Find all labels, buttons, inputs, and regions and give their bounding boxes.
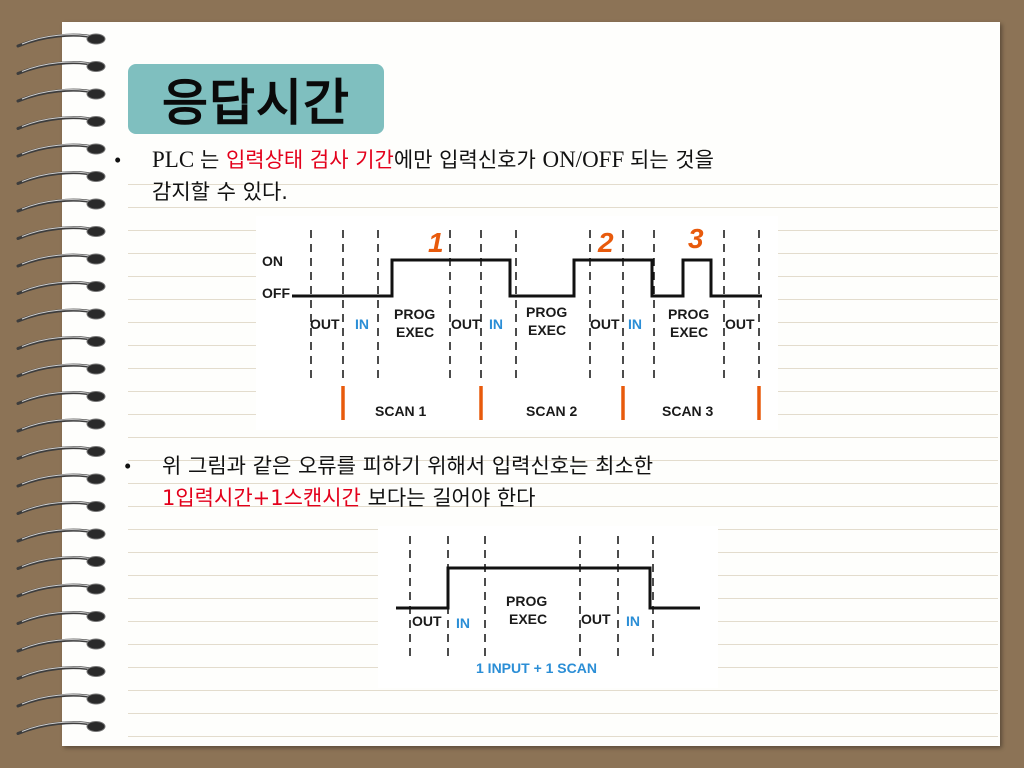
in-label: IN	[456, 615, 470, 631]
input-signal-waveform	[292, 258, 762, 298]
pulse-number-2: 2	[597, 227, 614, 258]
timing-diagram-1: ON OFF 1 2 3 OUT IN PROG EXEC OUT IN PRO…	[256, 216, 778, 430]
exec-label: EXEC	[396, 324, 434, 340]
binding-hole	[86, 253, 106, 265]
out-label: OUT	[581, 611, 611, 627]
title-box: 응답시간	[128, 64, 384, 134]
text-on-off: ON/OFF	[542, 147, 631, 172]
binding-hole	[86, 33, 106, 45]
binding-hole	[86, 528, 106, 540]
bullet-1: • PLC 는 입력상태 검사 기간에만 입력신호가 ON/OFF 되는 것을 …	[114, 144, 714, 208]
pulse-number-1: 1	[428, 227, 444, 258]
on-level-label: ON	[262, 253, 283, 269]
scan-1-label: SCAN 1	[375, 403, 427, 419]
bullet-2-line-2: 1입력시간+1스캔시간 보다는 길어야 한다	[162, 482, 653, 514]
out-label: OUT	[412, 613, 442, 629]
binding-hole	[86, 693, 106, 705]
binding-hole	[86, 116, 106, 127]
in-label: IN	[489, 316, 503, 332]
text-min-duration: 1입력시간+1스캔시간	[162, 486, 361, 510]
bullet-marker: •	[114, 148, 122, 172]
binding-hole	[86, 88, 106, 100]
prog-label: PROG	[394, 306, 435, 322]
out-label: OUT	[310, 316, 340, 332]
text-must-be-longer: 보다는 길어야 한다	[360, 486, 536, 510]
prog-label: PROG	[668, 306, 709, 322]
binding-hole	[86, 611, 106, 622]
bullet-1-line-2: 감지할 수 있다.	[152, 180, 288, 204]
text-particle: 는	[199, 148, 226, 172]
scan-3-label: SCAN 3	[662, 403, 714, 419]
timing-diagram-2-svg: OUT IN PROG EXEC OUT IN 1 INPUT + 1 SCAN	[396, 536, 700, 676]
out-label: OUT	[451, 316, 481, 332]
exec-label: EXEC	[670, 324, 708, 340]
out-label: OUT	[725, 316, 755, 332]
binding-hole	[86, 226, 106, 237]
in-label: IN	[628, 316, 642, 332]
text-only-input-signal: 에만 입력신호가	[393, 148, 543, 172]
timing-diagram-2: OUT IN PROG EXEC OUT IN 1 INPUT + 1 SCAN	[378, 526, 718, 688]
prog-label: PROG	[506, 593, 547, 609]
binding-hole	[86, 418, 106, 430]
exec-label: EXEC	[509, 611, 547, 627]
input-signal-waveform	[396, 566, 700, 610]
exec-label: EXEC	[528, 322, 566, 338]
text-input-scan-period: 입력상태 검사 기간	[225, 148, 394, 172]
bullet-marker: •	[124, 454, 132, 478]
binding-hole	[86, 638, 106, 650]
binding-hole	[86, 336, 106, 347]
binding-hole	[86, 143, 106, 155]
binding-hole	[86, 308, 106, 320]
binding-hole	[86, 501, 106, 512]
off-level-label: OFF	[262, 285, 290, 301]
bullet-2-line-1: 위 그림과 같은 오류를 피하기 위해서 입력신호는 최소한	[162, 454, 654, 478]
diagram-caption: 1 INPUT + 1 SCAN	[476, 660, 597, 676]
binding-hole	[86, 363, 106, 375]
text-plc: PLC	[152, 147, 200, 172]
binding-hole	[86, 446, 106, 457]
binding-hole	[86, 666, 106, 677]
spiral-binding	[16, 33, 106, 735]
binding-hole	[86, 61, 106, 72]
bullet-2: • 위 그림과 같은 오류를 피하기 위해서 입력신호는 최소한 1입력시간+1…	[124, 450, 654, 514]
binding-hole	[86, 583, 106, 595]
binding-hole	[86, 198, 106, 210]
binding-hole	[86, 171, 106, 182]
binding-hole	[86, 391, 106, 402]
in-label: IN	[355, 316, 369, 332]
binding-hole	[86, 721, 106, 732]
pulse-number-3: 3	[688, 223, 704, 254]
in-label: IN	[626, 613, 640, 629]
binding-hole	[86, 556, 106, 567]
out-label: OUT	[590, 316, 620, 332]
slide-title: 응답시간	[162, 74, 350, 132]
binding-hole	[86, 281, 106, 292]
bullet-1-line-1: PLC 는 입력상태 검사 기간에만 입력신호가 ON/OFF 되는 것을	[152, 144, 714, 176]
timing-diagram-1-svg: ON OFF 1 2 3 OUT IN PROG EXEC OUT IN PRO…	[262, 223, 762, 420]
binding-hole	[86, 473, 106, 485]
scan-2-label: SCAN 2	[526, 403, 578, 419]
prog-label: PROG	[526, 304, 567, 320]
text-becoming: 되는 것을	[630, 148, 714, 172]
